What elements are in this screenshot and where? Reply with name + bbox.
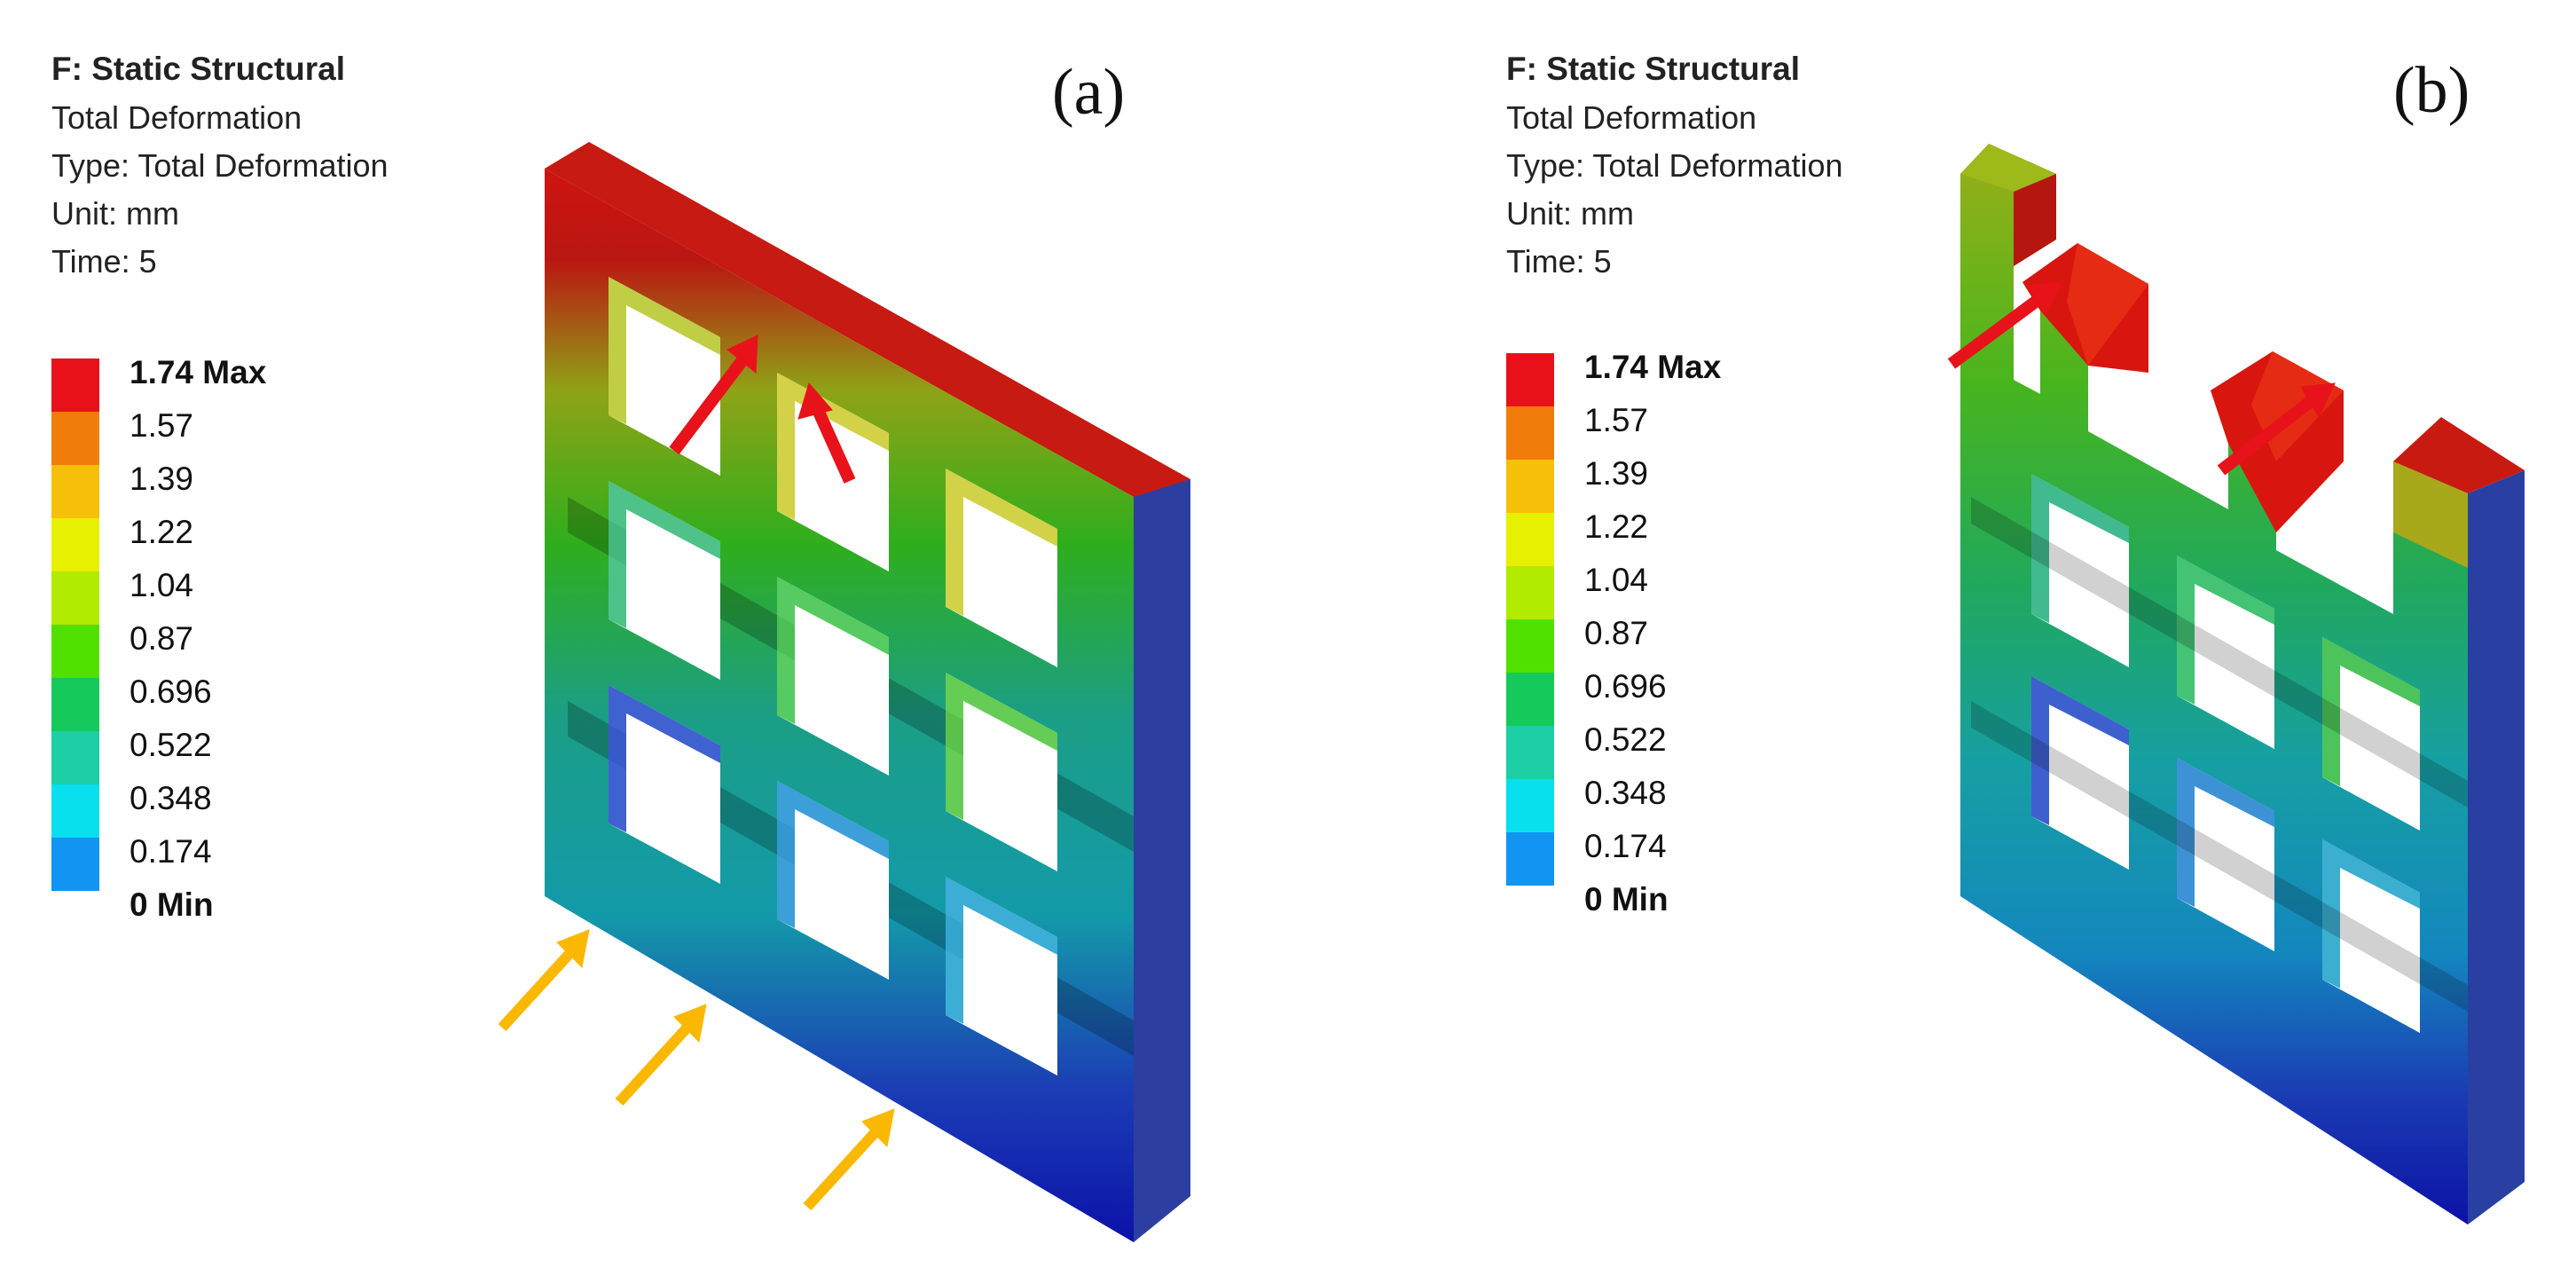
legend-labels-b: 1.74 Max 1.57 1.39 1.22 1.04 0.87 0.696 … [1584,341,1721,926]
lattice-side-face [1134,479,1190,1242]
legend-labels-a: 1.74 Max 1.57 1.39 1.22 1.04 0.87 0.696 … [130,346,266,932]
support-arrows-a [498,929,895,1211]
legend-swatch [1506,460,1554,513]
result-name-a: Total Deformation [51,99,302,136]
legend-label: 1.57 [1584,402,1649,438]
load-arrow-head [2027,281,2062,318]
legend-label: 1.04 [130,567,194,603]
legend-swatch [51,838,99,891]
legend-swatch [51,731,99,784]
load-arrows-a [669,335,856,484]
result-name-b: Total Deformation [1506,99,1757,136]
legend-label: 1.57 [130,407,194,444]
legend-swatch [51,465,99,518]
legend-swatch [1506,353,1554,406]
legend-swatch [51,678,99,731]
legend-swatch [1506,779,1554,832]
legend-label: 0.522 [130,727,212,763]
load-arrow [812,407,856,484]
support-arrow [615,1016,698,1107]
support-arrow-head [556,929,590,969]
support-arrow [803,1121,886,1211]
lattice-side-face [2468,470,2525,1225]
result-type-b: Type: Total Deformation [1506,147,1843,184]
load-arrow-head [2300,382,2336,419]
support-arrow-head [861,1108,895,1148]
legend-label: 0.174 [1584,828,1667,864]
legend-label: 0.87 [1584,615,1649,651]
support-arrow [498,941,581,1032]
legend-label: 0.348 [130,780,212,816]
result-type-a: Type: Total Deformation [51,147,389,184]
legend-swatch [1506,619,1554,673]
legend-label: 0.696 [1584,668,1667,705]
opening-wall-shading [2031,474,2420,989]
result-unit-b: Unit: mm [1506,195,1634,232]
legend-swatch [51,518,99,571]
legend-colorbar-a [51,358,99,891]
lattice-top-face [545,142,1190,497]
legend-swatch [51,412,99,465]
legend-swatch [1506,832,1554,886]
legend-label: 0.696 [130,673,212,710]
legend-swatch [1506,566,1554,619]
legend-label: 1.39 [130,461,194,497]
legend-max-label: 1.74 Max [1584,349,1722,385]
load-arrow [2217,394,2318,476]
opening-wall-shading [609,277,1057,1024]
legend-swatch [51,625,99,678]
load-arrow [1947,293,2045,369]
legend-swatch [51,571,99,625]
lattice-front-face [545,169,1134,1242]
load-arrow-head [726,335,758,374]
legend-label: 1.39 [1584,455,1649,492]
lattice-front-face [1960,174,2468,1225]
legend-label: 0.348 [1584,775,1667,811]
panel-a: F: Static Structural Total Deformation T… [51,46,1190,1242]
legend-label: 1.22 [1584,508,1649,545]
lattice-openings [2014,204,2420,1033]
legend-min-label: 0 Min [130,886,214,923]
legend-label: 1.04 [1584,562,1649,598]
broken-member-cap [1960,144,2056,192]
member-shadow [1971,701,2468,1012]
support-arrow-head [673,1004,707,1044]
legend-swatch [1506,513,1554,566]
legend-colorbar-b [1506,353,1554,886]
load-arrows-b [1947,281,2336,476]
panel-b: F: Static Structural Total Deformation T… [1288,0,2576,1276]
panel-label-a: (a) [1052,56,1126,129]
result-unit-a: Unit: mm [51,195,179,232]
legend-label: 0.522 [1584,721,1667,758]
legend-swatch [51,358,99,412]
load-arrow [669,352,750,455]
legend-swatch [1506,726,1554,779]
legend-label: 0.87 [130,620,194,657]
legend-swatch [1506,673,1554,726]
legend-swatch [1506,406,1554,460]
legend-label: 0.174 [130,833,212,870]
deformed-lattice-model-b [1947,144,2525,1225]
broken-member-top [2393,417,2525,493]
result-info-a: F: Static Structural Total Deformation T… [51,46,389,286]
result-time-b: Time: 5 [1506,243,1612,280]
legend-label: 1.22 [130,514,194,550]
broken-member-facet [2067,243,2148,366]
analysis-title-b: F: Static Structural [1506,51,1800,87]
analysis-title-a: F: Static Structural [51,51,345,87]
legend-swatch [51,784,99,838]
result-time-a: Time: 5 [51,243,157,280]
panel-label-b: (b) [2393,54,2470,127]
broken-member-front [2393,461,2468,568]
legend-max-label: 1.74 Max [130,354,267,390]
member-shadow [1971,497,2468,807]
deformed-lattice-model-a [498,142,1190,1242]
load-arrow-head [797,382,833,420]
legend-min-label: 0 Min [1584,881,1669,918]
result-info-b: F: Static Structural Total Deformation T… [1506,46,1843,286]
